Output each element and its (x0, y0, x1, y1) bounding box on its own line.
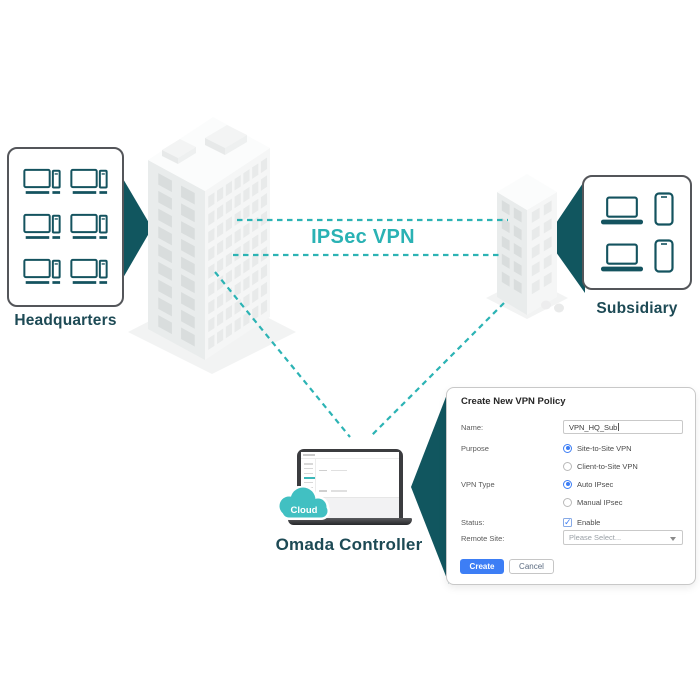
text-caret (618, 423, 620, 431)
cloud-icon: Cloud (277, 486, 330, 520)
name-input-value: VPN_HQ_Sub (569, 422, 618, 432)
desktop-pc-icon (70, 168, 108, 198)
headquarters-label: Headquarters (14, 312, 117, 329)
name-field-label: Name: (461, 423, 484, 432)
radio-label: Site-to-Site VPN (577, 443, 632, 453)
checkbox-label: Enable (577, 517, 601, 527)
panel-title: Create New VPN Policy (461, 396, 566, 407)
checkbox-checked-icon[interactable] (563, 517, 572, 527)
radio-label: Manual IPsec (577, 497, 623, 507)
create-button[interactable]: Create (460, 559, 504, 574)
create-vpn-policy-panel: Create New VPN Policy Name: VPN_HQ_Sub P… (446, 387, 696, 585)
radio-label: Auto IPsec (577, 479, 614, 489)
radio-auto-ipsec[interactable]: Auto IPsec (563, 479, 613, 489)
chevron-down-icon (670, 537, 676, 541)
radio-selected-icon[interactable] (563, 479, 572, 489)
arrow-panel-to-controller (411, 389, 449, 584)
radio-selected-icon[interactable] (563, 443, 572, 453)
smartphone-icon (654, 239, 674, 273)
select-placeholder: Please Select... (569, 533, 622, 542)
vpn-links (214, 218, 508, 438)
controller-laptop-base (288, 518, 412, 525)
hq-building (148, 117, 270, 360)
controller-laptop (297, 449, 403, 518)
headquarters-box (7, 147, 124, 307)
status-field-label: Status: (461, 518, 485, 527)
laptop-icon (600, 196, 644, 226)
desktop-pc-icon (23, 213, 61, 243)
desktop-pc-icon (70, 213, 108, 243)
cancel-button[interactable]: Cancel (509, 559, 554, 574)
arrow-subsidiary-to-building (546, 180, 585, 293)
name-input[interactable]: VPN_HQ_Sub (563, 420, 683, 434)
remote-site-select[interactable]: Please Select... (563, 530, 683, 545)
radio-unselected-icon[interactable] (563, 461, 572, 471)
radio-client-to-site-vpn[interactable]: Client-to-Site VPN (563, 461, 638, 471)
subsidiary-box (582, 175, 692, 290)
enable-checkbox-row[interactable]: Enable (563, 517, 600, 527)
radio-site-to-site-vpn[interactable]: Site-to-Site VPN (563, 443, 632, 453)
subsidiary-building (497, 174, 564, 315)
subsidiary-device-row (600, 239, 674, 273)
radio-manual-ipsec[interactable]: Manual IPsec (563, 497, 622, 507)
desktop-pc-icon (70, 258, 108, 288)
link-subsidiary-to-controller (370, 302, 505, 437)
cloud-label: Cloud (291, 505, 318, 516)
vpn-type-field-label: VPN Type (461, 480, 495, 489)
subsidiary-device-row (600, 192, 674, 226)
desktop-pc-icon (23, 258, 61, 288)
omada-controller-label: Omada Controller (275, 535, 423, 554)
desktop-pc-icon (23, 168, 61, 198)
radio-label: Client-to-Site VPN (577, 461, 638, 471)
ipsec-vpn-label: IPSec VPN (311, 226, 415, 248)
radio-unselected-icon[interactable] (563, 497, 572, 507)
subsidiary-label: Subsidiary (596, 300, 678, 317)
remote-site-field-label: Remote Site: (461, 534, 505, 543)
purpose-field-label: Purpose (461, 444, 489, 453)
smartphone-icon (654, 192, 674, 226)
laptop-icon (600, 243, 644, 273)
hq-roof-units (162, 125, 247, 164)
